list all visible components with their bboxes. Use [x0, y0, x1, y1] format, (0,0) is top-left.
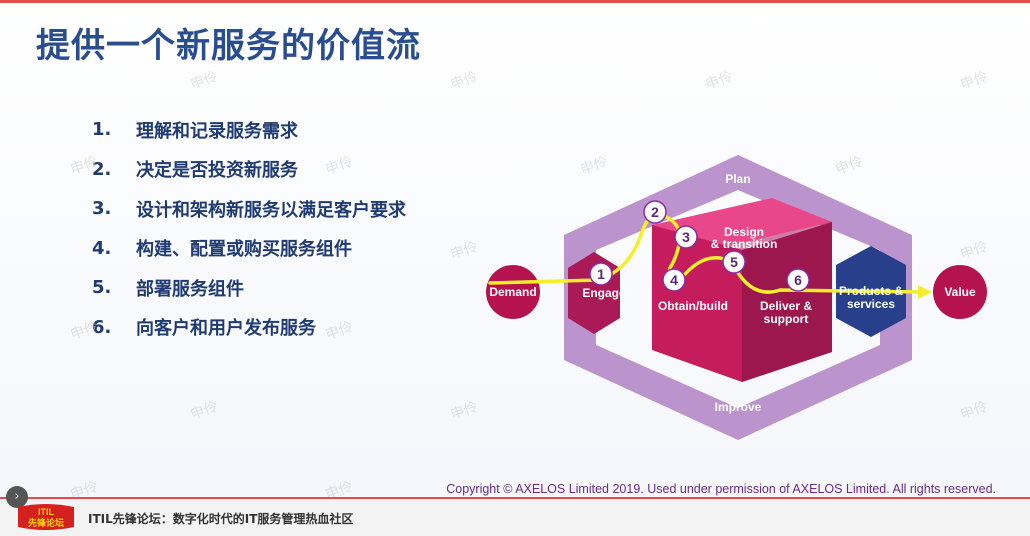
- watermark: 申伶: [448, 68, 481, 94]
- products-label: Products &: [839, 284, 903, 298]
- marker-label: 6: [794, 272, 802, 288]
- marker-1: 1: [589, 262, 613, 286]
- watermark: 申伶: [448, 398, 481, 424]
- list-item: 2. 决定是否投资新服务: [92, 150, 406, 190]
- step-number: 1.: [92, 119, 112, 141]
- chevron-right-icon[interactable]: ›: [6, 486, 28, 508]
- list-item: 4. 构建、配置或购买服务组件: [92, 229, 406, 269]
- value-chain-diagram: 1 2 3 4 5 6 Plan Improve Design & transi…: [486, 155, 987, 440]
- design-label-2: & transition: [711, 237, 778, 251]
- logo-text: ITIL: [38, 507, 54, 517]
- footer-text: ITIL先锋论坛：数字化时代的IT服务管理热血社区: [88, 512, 354, 526]
- watermark: 申伶: [448, 238, 481, 264]
- plan-label: Plan: [725, 172, 750, 186]
- path-arrowhead: [918, 285, 932, 299]
- step-number: 6.: [92, 316, 112, 338]
- value-label: Value: [944, 285, 976, 299]
- demand-circle: [486, 265, 540, 319]
- step-text: 部署服务组件: [136, 278, 244, 300]
- step-text: 设计和架构新服务以满足客户要求: [136, 199, 406, 221]
- footer-accent-rule: [0, 497, 1030, 499]
- marker-label: 2: [651, 204, 659, 220]
- list-item: 1. 理解和记录服务需求: [92, 110, 406, 150]
- demand-label: Demand: [489, 285, 536, 299]
- marker-label: 3: [682, 229, 690, 245]
- step-text: 决定是否投资新服务: [136, 160, 298, 182]
- obtain-label: Obtain/build: [658, 299, 728, 313]
- marker-6: 6: [786, 268, 810, 292]
- step-text: 构建、配置或购买服务组件: [136, 239, 352, 261]
- products-label-2: services: [847, 297, 895, 311]
- value-circle: [933, 265, 987, 319]
- top-accent-rule: [0, 0, 1030, 3]
- deliver-label-2: support: [764, 312, 809, 326]
- watermark: 申伶: [188, 398, 221, 424]
- marker-label: 1: [597, 266, 605, 282]
- footer-bar: [0, 499, 1030, 536]
- step-text: 向客户和用户发布服务: [136, 318, 316, 340]
- deliver-label: Deliver &: [760, 299, 812, 313]
- step-number: 2.: [92, 158, 112, 180]
- marker-label: 5: [730, 254, 738, 270]
- step-number: 5.: [92, 277, 112, 299]
- marker-label: 4: [670, 272, 678, 288]
- watermark: 申伶: [188, 68, 221, 94]
- marker-5: 5: [722, 250, 746, 274]
- watermark: 申伶: [958, 68, 991, 94]
- list-item: 6. 向客户和用户发布服务: [92, 308, 406, 348]
- marker-4: 4: [662, 268, 686, 292]
- list-item: 5. 部署服务组件: [92, 268, 406, 308]
- copyright-notice: Copyright © AXELOS Limited 2019. Used un…: [446, 482, 996, 496]
- design-label: Design: [724, 225, 764, 239]
- step-list: 1. 理解和记录服务需求 2. 决定是否投资新服务 3. 设计和架构新服务以满足客户要…: [92, 110, 406, 347]
- improve-label: Improve: [715, 400, 762, 414]
- slide-title: 提供一个新服务的价值流: [36, 26, 421, 66]
- step-number: 4.: [92, 237, 112, 259]
- logo-text-2: 先锋论坛: [28, 517, 64, 528]
- engage-label: Engage: [582, 286, 626, 300]
- step-number: 3.: [92, 198, 112, 220]
- cube-front-face: [652, 225, 742, 382]
- watermark: 申伶: [703, 68, 736, 94]
- list-item: 3. 设计和架构新服务以满足客户要求: [92, 189, 406, 229]
- itil-logo: ITIL 先锋论坛: [18, 504, 74, 530]
- marker-2: 2: [643, 200, 667, 224]
- marker-3: 3: [674, 225, 698, 249]
- step-text: 理解和记录服务需求: [136, 120, 298, 142]
